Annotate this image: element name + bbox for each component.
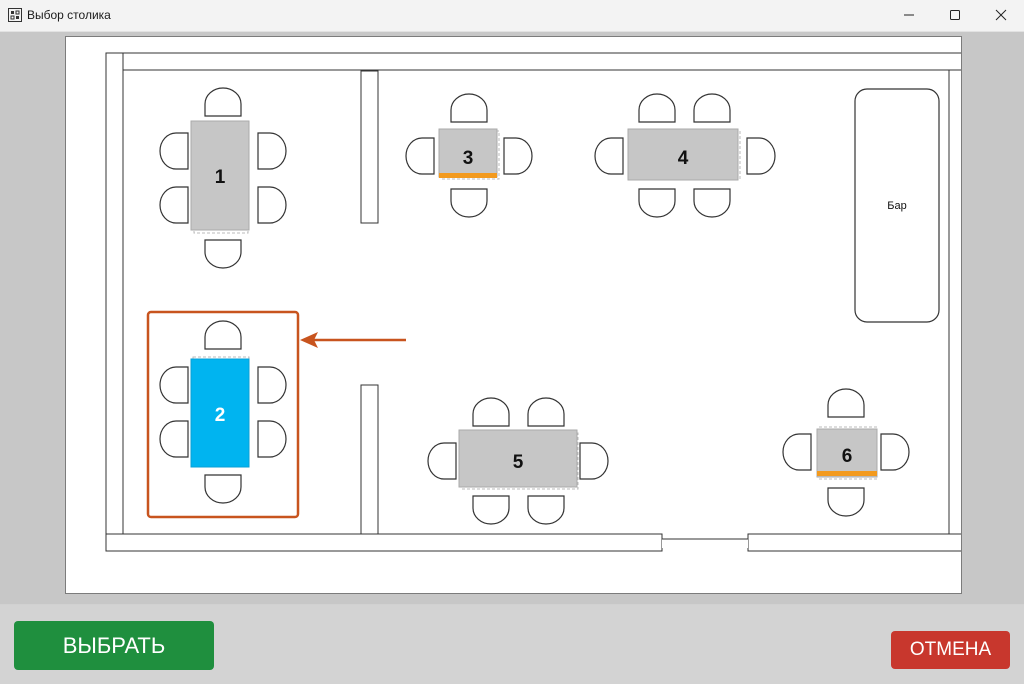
table-4[interactable]: 4 <box>594 93 776 218</box>
close-button[interactable] <box>978 0 1024 31</box>
table-3-reserved-marker <box>439 173 497 178</box>
bar-label: Бар <box>887 200 906 212</box>
select-button[interactable]: ВЫБРАТЬ <box>14 621 214 670</box>
table-3-label: 3 <box>463 148 474 169</box>
table-3[interactable]: 3 <box>405 93 533 218</box>
grid-app-icon <box>8 8 22 22</box>
maximize-button[interactable] <box>932 0 978 31</box>
table-6-label: 6 <box>842 446 853 467</box>
table-2-label: 2 <box>215 405 226 426</box>
table-6[interactable]: 6 <box>782 388 910 517</box>
table-5[interactable]: 5 <box>427 397 609 525</box>
walls <box>105 52 961 552</box>
arrow-icon <box>300 332 406 348</box>
table-6-reserved-marker <box>817 471 877 476</box>
cancel-button[interactable]: ОТМЕНА <box>891 631 1010 669</box>
floor-plan-canvas: Бар 1 2 <box>105 52 961 552</box>
title-bar: Выбор столика <box>0 0 1024 32</box>
maximize-icon <box>950 10 960 20</box>
window-title: Выбор столика <box>27 8 111 22</box>
table-1-label: 1 <box>215 167 226 188</box>
table-4-label: 4 <box>678 148 689 169</box>
selection-highlight <box>146 310 300 519</box>
minimize-icon <box>904 14 914 16</box>
close-icon <box>995 9 1007 21</box>
table-1[interactable]: 1 <box>159 87 287 269</box>
floor-plan: Бар 1 2 <box>65 36 962 594</box>
table-5-label: 5 <box>513 452 524 473</box>
table-2[interactable]: 2 <box>159 320 287 504</box>
bar-counter: Бар <box>854 88 940 323</box>
minimize-button[interactable] <box>886 0 932 31</box>
